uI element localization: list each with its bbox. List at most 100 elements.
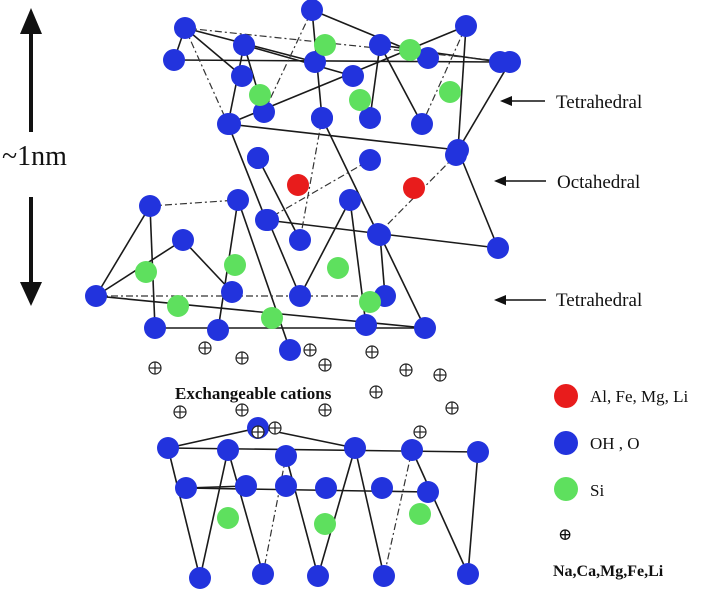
bond-line	[457, 25, 467, 151]
bond-line	[369, 44, 381, 119]
bond-line	[267, 219, 301, 297]
oxygen-atom	[172, 229, 194, 251]
oxygen-atom	[411, 113, 433, 135]
legend-item-silicon: Si	[554, 477, 604, 501]
oxygen-atom	[369, 224, 391, 246]
silicon-atom	[409, 503, 431, 525]
cation-symbol	[173, 405, 187, 419]
bond-line	[321, 117, 379, 235]
oxygen-atom	[457, 563, 479, 585]
legend-item-cation: ⊕ Na,Ca,Mg,Fe,Li	[553, 525, 664, 580]
oxygen-atom	[315, 477, 337, 499]
oxygen-atom	[359, 149, 381, 171]
bond-line	[184, 27, 229, 125]
bond-line	[227, 449, 264, 575]
oxygen-atom	[344, 437, 366, 459]
oxygen-atom	[85, 285, 107, 307]
legend-label-cation: Na,Ca,Mg,Fe,Li	[553, 563, 664, 580]
layer-label-tetrahedral-bottom: Tetrahedral	[494, 290, 642, 311]
silicon-atom	[135, 261, 157, 283]
red-atom-icon	[554, 384, 578, 408]
bond-line	[237, 199, 291, 351]
oxygen-atom	[235, 475, 257, 497]
legend-item-octahedral-cation: Al, Fe, Mg, Li	[554, 384, 689, 408]
oxygen-atom	[174, 17, 196, 39]
bond-line	[184, 27, 243, 77]
bond-line	[95, 205, 151, 297]
bond-line	[265, 159, 371, 221]
oxygen-atom	[342, 65, 364, 87]
scale-label: ~1nm	[2, 141, 67, 172]
bond-line	[227, 123, 267, 221]
atom-layer	[85, 0, 521, 589]
cation-symbol	[365, 345, 379, 359]
bond-line	[199, 449, 229, 579]
bond-line	[457, 149, 499, 249]
oxygen-atom	[207, 319, 229, 341]
legend-item-oxygen: OH , O	[554, 431, 640, 455]
silicon-atom	[399, 39, 421, 61]
oxygen-atom	[189, 567, 211, 589]
cation-symbol	[369, 385, 383, 399]
cation-symbol	[235, 351, 249, 365]
silicon-atom	[217, 507, 239, 529]
bond-line	[467, 451, 479, 575]
bond-line	[167, 447, 479, 453]
cation-symbol	[399, 363, 413, 377]
layer-label-octahedral: Octahedral	[494, 172, 640, 193]
silicon-atom	[439, 81, 461, 103]
oxygen-atom	[275, 475, 297, 497]
oxygen-atom	[144, 317, 166, 339]
oxygen-atom	[371, 477, 393, 499]
cation-symbol	[318, 403, 332, 417]
octahedral-label: Octahedral	[557, 172, 640, 193]
legend-label-oxygen: OH , O	[590, 434, 640, 453]
green-atom-icon	[554, 477, 578, 501]
cation-symbol-icon: ⊕	[558, 525, 572, 544]
silicon-atom	[314, 513, 336, 535]
tetrahedral-bottom-label: Tetrahedral	[556, 290, 642, 311]
bond-line	[299, 199, 351, 297]
oxygen-atom	[307, 565, 329, 587]
tetrahedral-top-label: Tetrahedral	[556, 92, 642, 113]
oxygen-atom	[257, 209, 279, 231]
exchangeable-cations	[148, 341, 459, 439]
bond-line	[167, 427, 259, 449]
cation-symbol	[303, 343, 317, 357]
bond-line	[167, 447, 201, 579]
bond-line	[317, 447, 356, 577]
bond-line	[149, 199, 239, 207]
silicon-atom	[359, 291, 381, 313]
oxygen-atom	[233, 34, 255, 56]
blue-atom-icon	[554, 431, 578, 455]
oxygen-atom	[221, 281, 243, 303]
oxygen-atom	[401, 439, 423, 461]
oxygen-atom	[279, 339, 301, 361]
bond-line	[262, 455, 287, 575]
bond-line	[173, 59, 501, 63]
oxygen-atom	[369, 34, 391, 56]
bond-line	[411, 449, 469, 575]
silicon-atom	[167, 295, 189, 317]
cation-symbol	[251, 425, 265, 439]
cation-symbol	[433, 368, 447, 382]
cation-symbol	[235, 403, 249, 417]
silicon-atom	[224, 254, 246, 276]
oxygen-atom	[311, 107, 333, 129]
bond-line	[299, 117, 323, 241]
oxygen-atom	[289, 285, 311, 307]
cation-symbol	[198, 341, 212, 355]
oxygen-atom	[247, 147, 269, 169]
oxygen-atom	[252, 563, 274, 585]
oxygen-atom	[355, 314, 377, 336]
oxygen-atom	[289, 229, 311, 251]
silicon-atom	[314, 34, 336, 56]
oxygen-atom	[417, 481, 439, 503]
bond-line	[182, 239, 233, 293]
legend: Al, Fe, Mg, Li OH , O Si ⊕ Na,Ca,Mg,Fe,L…	[553, 384, 689, 580]
oxygen-atom	[219, 113, 241, 135]
silicon-atom	[349, 89, 371, 111]
legend-label-octahedral-cation: Al, Fe, Mg, Li	[590, 387, 689, 406]
oxygen-atom	[163, 49, 185, 71]
oxygen-atom	[157, 437, 179, 459]
